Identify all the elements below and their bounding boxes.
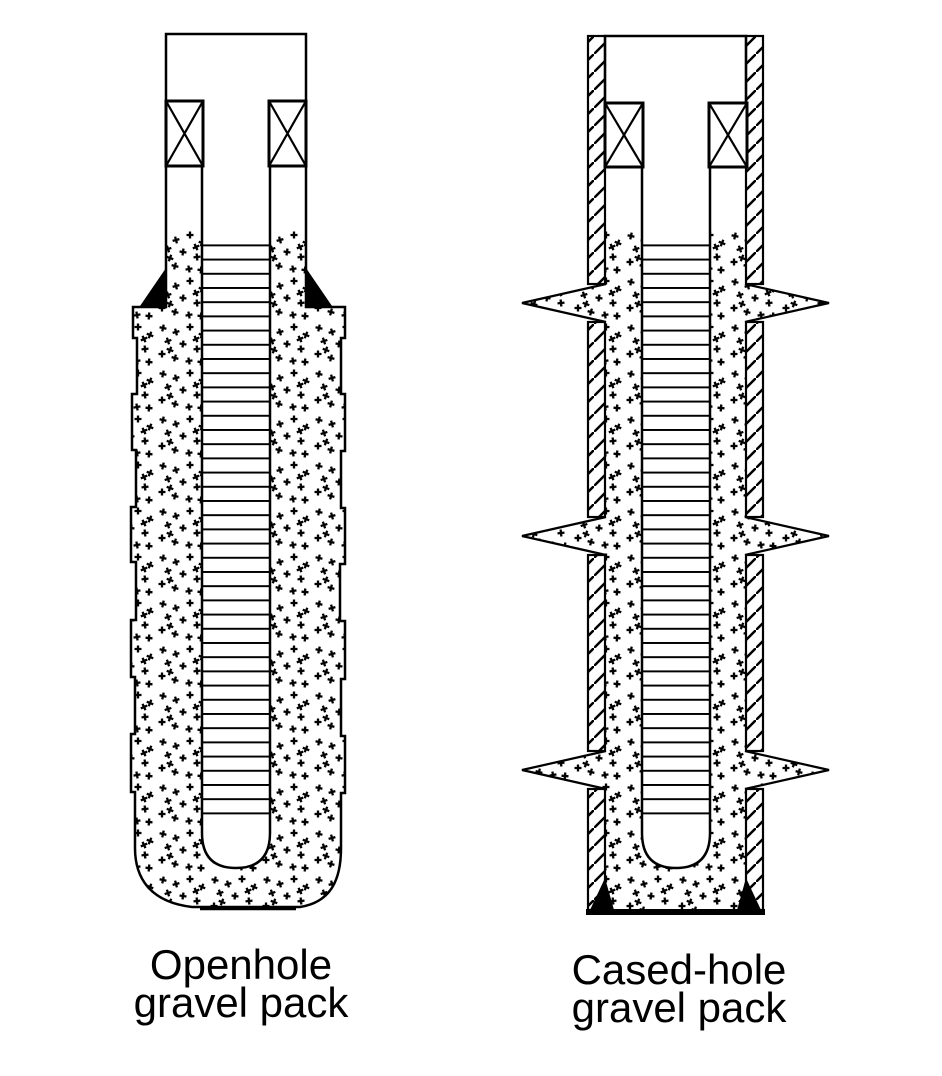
cased-hole-screen-slots <box>642 240 710 818</box>
perforation-arrow-right-1 <box>744 282 830 324</box>
cased-hole-packers <box>603 101 749 169</box>
casing-segment <box>744 553 765 753</box>
openhole-screen-slots <box>202 240 270 818</box>
openhole-shoulder-triangle-left <box>140 268 166 306</box>
casing-segment <box>586 320 607 519</box>
packer-cross-icon <box>268 100 307 167</box>
casing-segment <box>744 320 765 519</box>
casing-left <box>586 34 607 912</box>
casing-segment <box>586 34 607 286</box>
casing-shoe-bar <box>586 909 765 915</box>
packer-cross-icon <box>604 102 644 168</box>
cement-triangle-left <box>590 878 614 910</box>
cased-hole-caption-line1: Cased-hole <box>571 946 787 993</box>
cased-hole-caption: Cased-hole gravel pack <box>479 946 879 1031</box>
openhole-riser-outline <box>164 32 308 101</box>
cement-triangle-right <box>737 878 761 910</box>
perforation-arrows <box>521 282 830 791</box>
casing-right <box>744 34 765 912</box>
openhole-caption: Openhole gravel pack <box>41 941 441 1026</box>
openhole-caption-line2: gravel pack <box>133 979 349 1026</box>
packer-cross-icon <box>165 100 204 167</box>
cased-hole-riser-outline <box>603 34 748 103</box>
openhole-caption-line1: Openhole <box>149 941 333 988</box>
cased-hole-screen-outline <box>640 167 712 870</box>
cased-hole-caption-line2: gravel pack <box>571 984 787 1031</box>
cased-hole-figure <box>521 34 830 915</box>
packer-cross-icon <box>708 102 748 168</box>
casing-segment <box>744 34 765 286</box>
perforation-arrow-right-3 <box>744 749 830 791</box>
openhole-borehole-outline <box>129 166 347 909</box>
openhole-shoulder-triangle-right <box>306 268 332 306</box>
perforation-arrow-left-2 <box>521 515 607 557</box>
perforation-arrow-right-2 <box>744 515 830 557</box>
perforation-arrow-left-3 <box>521 749 607 791</box>
perforation-arrow-left-1 <box>521 282 607 324</box>
openhole-figure <box>129 32 347 911</box>
casing-segment <box>586 553 607 753</box>
openhole-packers <box>164 99 308 168</box>
openhole-screen-outline <box>200 166 272 870</box>
